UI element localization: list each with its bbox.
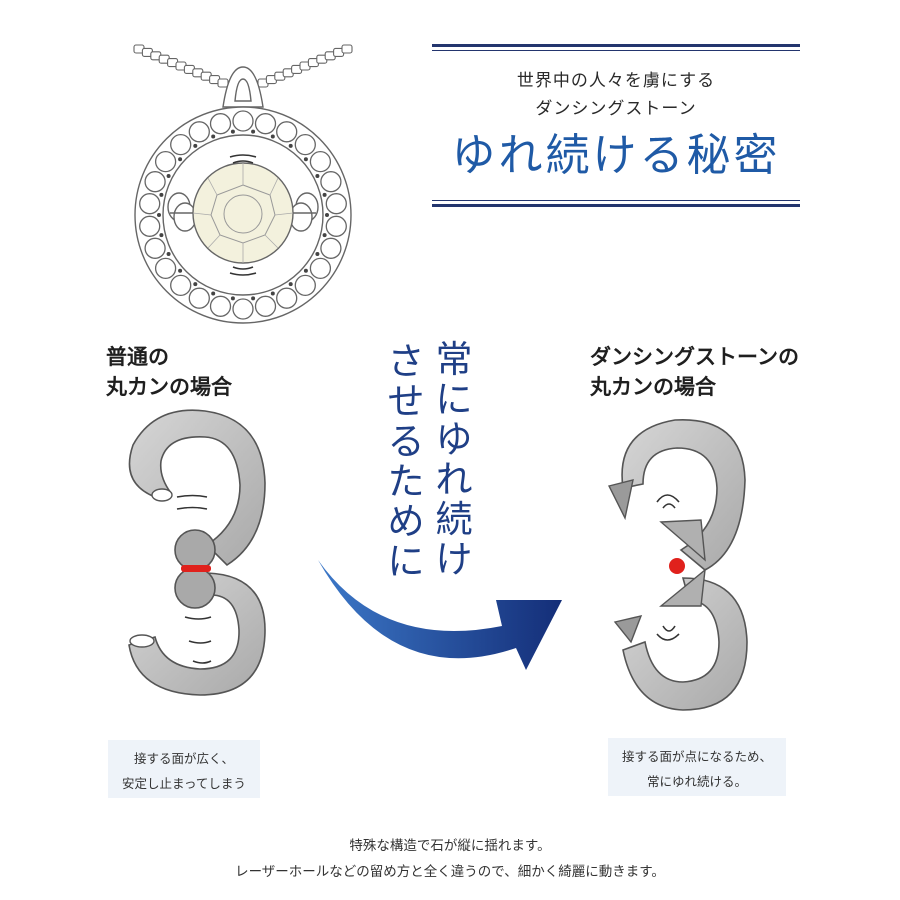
- pendant-illustration: [133, 44, 353, 324]
- header-subtitle-1: 世界中の人々を虜にする: [516, 71, 716, 91]
- vertical-char: 常: [435, 338, 473, 381]
- dancing-case-title: ダンシングストーンの 丸カンの場合: [590, 342, 799, 402]
- vertical-char: た: [387, 460, 425, 503]
- vertical-char: に: [387, 540, 425, 583]
- chain-right: [257, 44, 353, 88]
- contact-surface: [181, 565, 211, 572]
- vertical-char: め: [387, 500, 425, 543]
- dancing-case-title-line2: 丸カンの場合: [590, 375, 716, 399]
- vertical-char: に: [435, 378, 473, 421]
- vertical-text-left: させるために: [384, 342, 428, 582]
- pearl-halo: [139, 110, 347, 320]
- headline: ゆれ続ける秘密: [451, 130, 781, 181]
- header-rule-bottom-thick: [432, 204, 800, 207]
- footer-line2: レーザーホールなどの留め方と全く違うので、細かく綺麗に動きます。: [235, 864, 665, 880]
- normal-note-line2: 安定し止まってしまう: [122, 776, 246, 791]
- motion-marks: [229, 154, 257, 276]
- header-rule-top-thick: [432, 44, 800, 47]
- vertical-char: 続: [435, 498, 473, 541]
- header-rule-top-thin: [432, 50, 800, 51]
- vertical-char: れ: [435, 458, 473, 501]
- footer-line1: 特殊な構造で石が縦に揺れます。: [349, 838, 551, 854]
- vertical-char: け: [435, 538, 473, 581]
- normal-case-title-line2: 丸カンの場合: [106, 375, 232, 399]
- dancing-case-title-line1: ダンシングストーンの: [590, 345, 799, 369]
- normal-case-title-line1: 普通の: [106, 345, 169, 369]
- normal-note-line1: 接する面が広く、: [133, 751, 234, 766]
- header-rule-bottom-thin: [432, 200, 800, 201]
- vertical-char: せ: [387, 380, 425, 423]
- vertical-char: る: [387, 420, 425, 463]
- header-subtitle-2: ダンシングストーン: [535, 99, 697, 119]
- normal-case-title: 普通の 丸カンの場合: [106, 342, 232, 402]
- vertical-text-right: 常にゆれ続け: [432, 340, 476, 580]
- dancing-jump-ring-illustration: [607, 419, 748, 711]
- normal-case-note: 接する面が広く、 安定し止まってしまう: [108, 740, 260, 798]
- dancing-note-line2: 常にゆれ続ける。: [646, 774, 747, 789]
- chain-left: [133, 44, 229, 88]
- contact-point: [669, 558, 685, 574]
- dancing-note-line1: 接する面が点になるため、: [621, 749, 772, 764]
- vertical-char: さ: [387, 340, 425, 383]
- vertical-char: ゆ: [435, 418, 473, 461]
- dancing-case-note: 接する面が点になるため、 常にゆれ続ける。: [608, 738, 786, 796]
- normal-jump-ring-illustration: [128, 409, 266, 696]
- transition-arrow: [318, 560, 562, 670]
- diamond-stone: [192, 162, 294, 264]
